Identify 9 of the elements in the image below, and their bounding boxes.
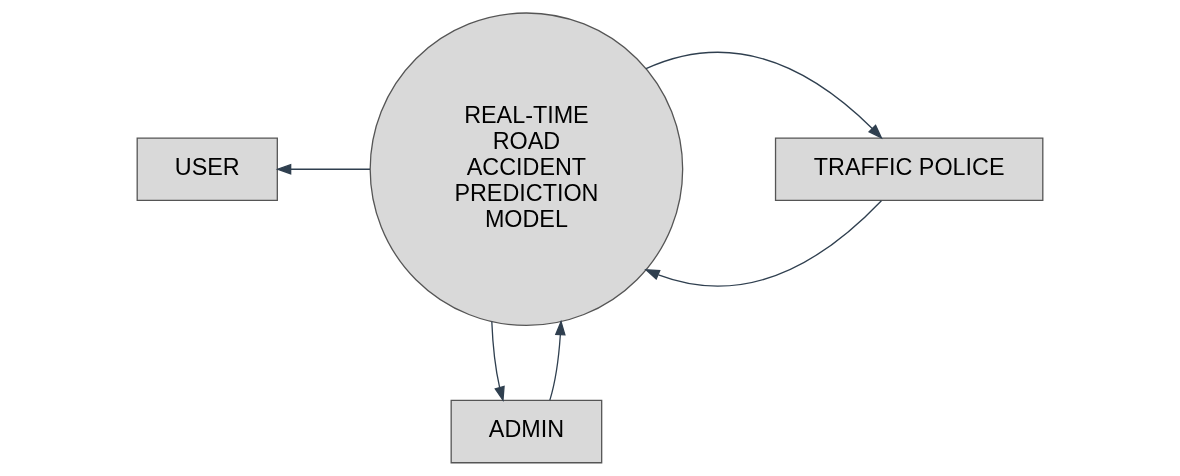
node-box: TRAFFIC POLICE xyxy=(774,137,1044,201)
arrow xyxy=(645,51,883,140)
node-box: ADMIN xyxy=(450,399,603,464)
node-circle: REAL-TIME ROAD ACCIDENT PREDICTION MODEL xyxy=(369,12,684,327)
arrow xyxy=(491,321,505,403)
arrow xyxy=(275,163,371,175)
arrow xyxy=(644,200,883,287)
arrow xyxy=(549,319,566,401)
node-box: USER xyxy=(136,137,278,201)
